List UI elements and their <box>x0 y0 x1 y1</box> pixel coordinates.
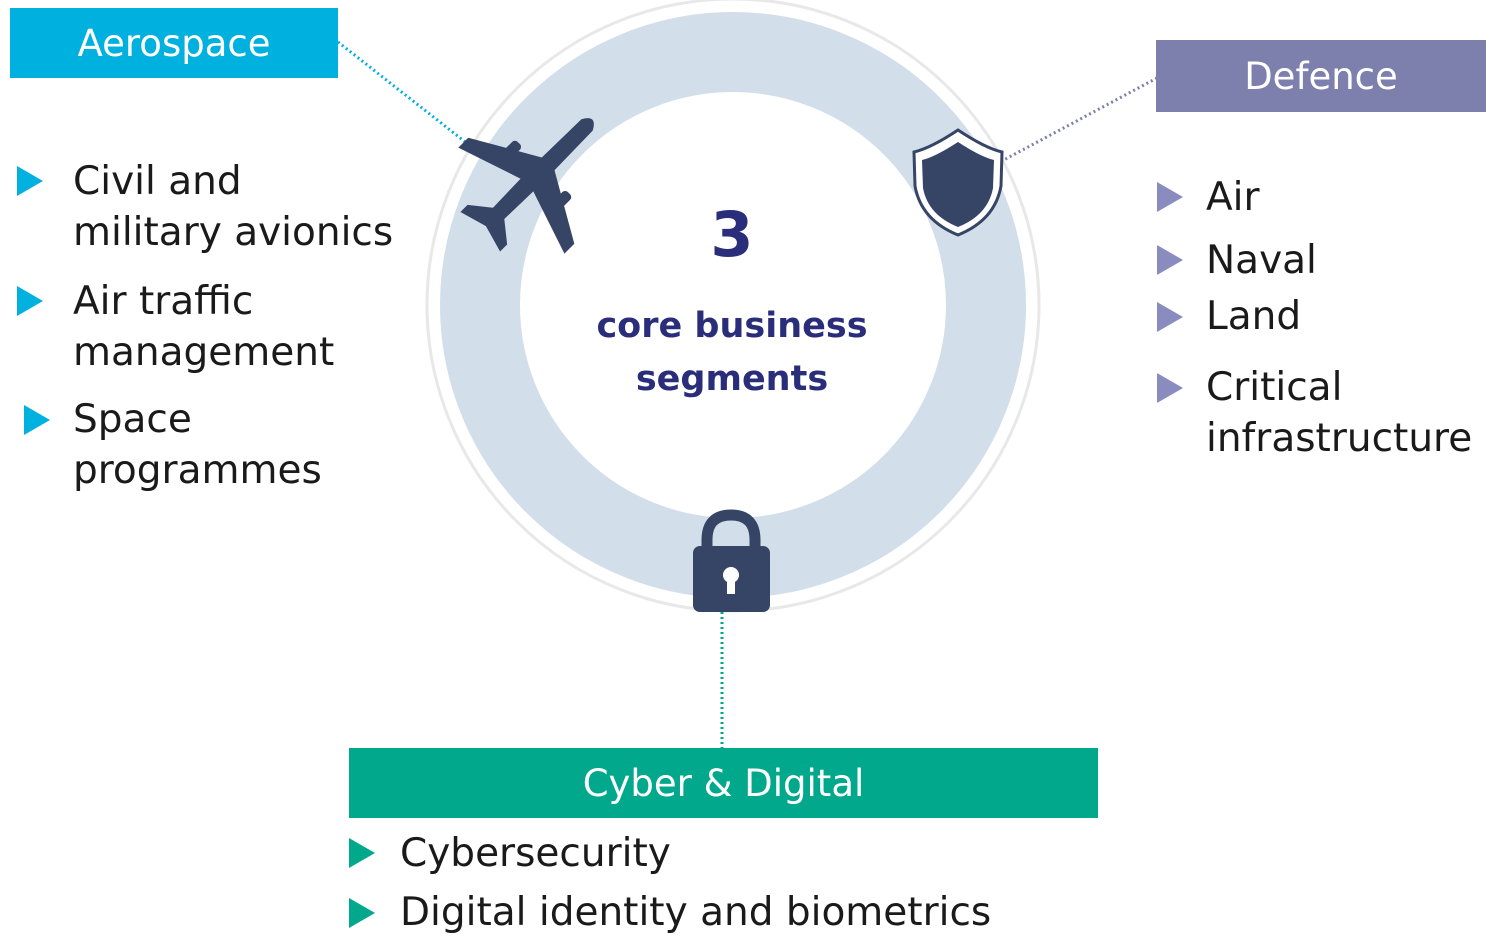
bullet-icon <box>349 898 375 928</box>
bullet-icon <box>1157 302 1183 332</box>
bullet-icon <box>17 166 43 196</box>
defence-connector <box>999 76 1158 164</box>
defence-label: Defence <box>1156 40 1486 112</box>
bullet-icon <box>1157 373 1183 403</box>
center-caption: core business segments <box>560 300 904 406</box>
bullet-icon <box>24 405 50 435</box>
center-caption-line1: core business <box>596 306 868 346</box>
aerospace-connector <box>337 40 479 154</box>
aerospace-item: Air traffic management <box>73 279 335 375</box>
cyber-label: Cyber & Digital <box>349 748 1098 818</box>
bullet-icon <box>349 838 375 868</box>
aerospace-label-text: Aerospace <box>77 21 271 65</box>
defence-label-text: Defence <box>1244 54 1398 98</box>
cyber-label-text: Cyber & Digital <box>582 761 865 805</box>
center-caption-line2: segments <box>635 359 829 399</box>
defence-item: Land <box>1206 294 1302 339</box>
bullet-icon <box>1157 182 1183 212</box>
aerospace-item: Space programmes <box>73 397 322 493</box>
airplane-icon <box>458 118 594 254</box>
defence-item: Naval <box>1206 238 1317 283</box>
shield-icon <box>912 128 1004 237</box>
segment-count: 3 <box>710 198 754 271</box>
defence-item: Critical infrastructure <box>1206 365 1473 461</box>
bullet-icon <box>1157 245 1183 275</box>
lock-icon <box>693 509 770 612</box>
cyber-item: Digital identity and biometrics <box>400 890 992 935</box>
aerospace-label: Aerospace <box>10 8 338 78</box>
defence-item: Air <box>1206 175 1260 220</box>
bullet-icon <box>17 286 43 316</box>
cyber-item: Cybersecurity <box>400 831 671 876</box>
aerospace-item: Civil and military avionics <box>73 159 394 255</box>
